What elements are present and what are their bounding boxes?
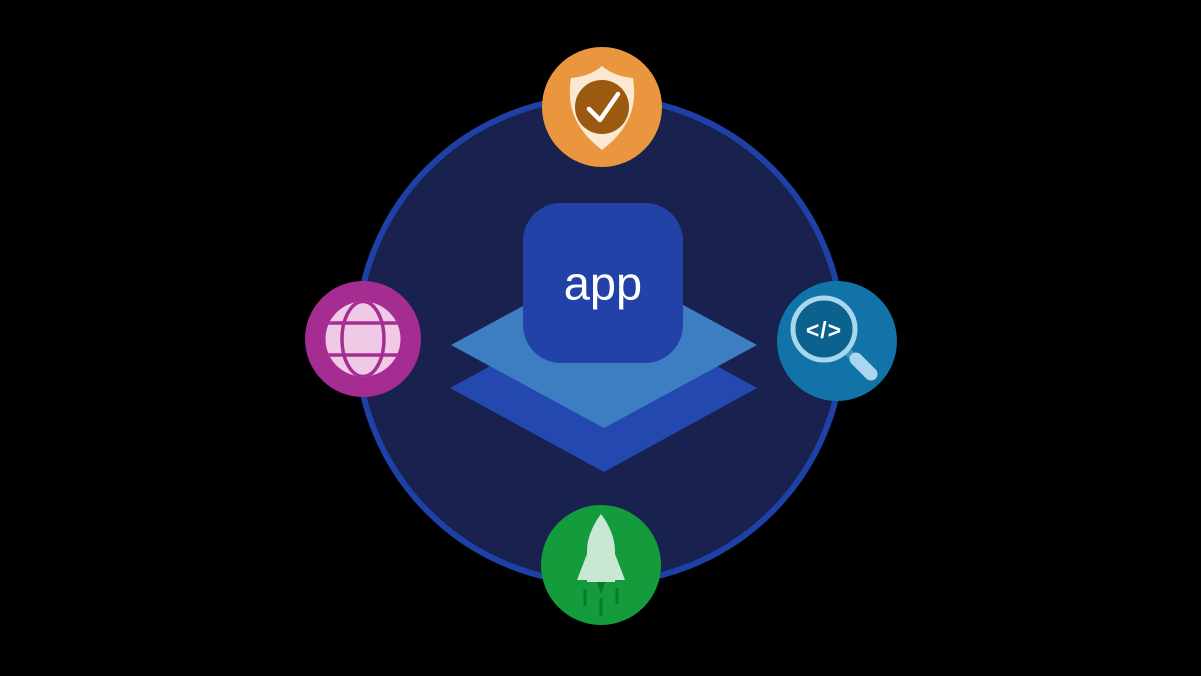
rocket-body — [577, 514, 625, 582]
shield-check-icon — [542, 47, 662, 167]
magnifier-lens — [790, 295, 858, 363]
globe-icon — [305, 281, 421, 397]
app-label: app — [564, 257, 642, 310]
globe-sphere — [325, 301, 401, 377]
app-box — [523, 203, 683, 363]
rocket-thrust-lines — [583, 588, 619, 616]
magnifier-handle — [849, 352, 878, 381]
checkmark-icon — [586, 91, 621, 123]
shield-badge-circle — [575, 80, 629, 134]
rocket-icon — [541, 505, 661, 625]
code-symbol-label: </> — [806, 317, 842, 343]
code-search-icon: </> — [777, 281, 897, 401]
globe-gridlines — [325, 301, 401, 377]
